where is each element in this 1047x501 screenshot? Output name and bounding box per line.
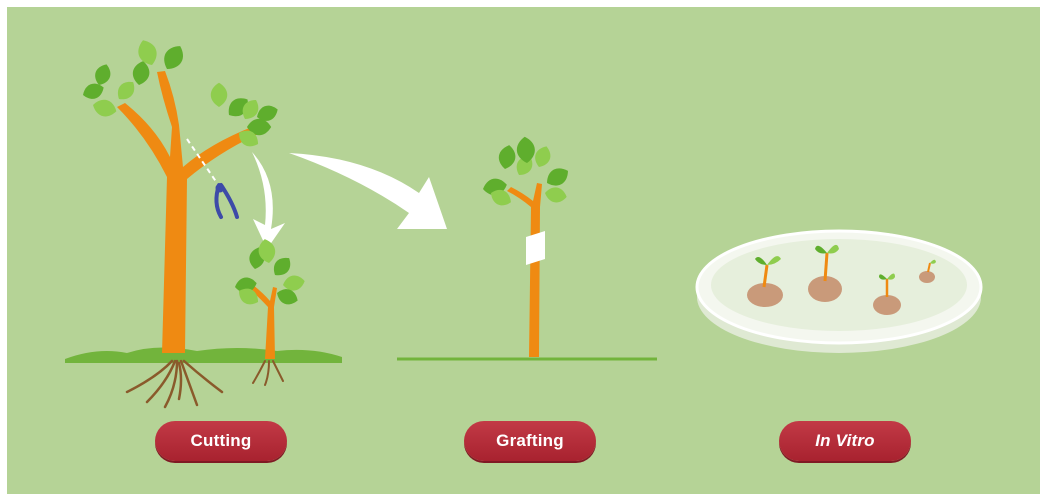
arrow-icon: [289, 153, 447, 229]
tree-roots: [127, 361, 222, 407]
label-grafting: Grafting: [464, 421, 596, 461]
sapling-icon: [217, 238, 342, 385]
tree-leaves: [80, 37, 280, 150]
grafted-plant-icon: [397, 136, 657, 359]
arrow-icon: [252, 152, 285, 249]
sapling-roots: [253, 361, 283, 385]
shears-icon: [216, 185, 237, 217]
graft-tape: [526, 231, 545, 265]
petri-dish-icon: [697, 231, 981, 353]
diagram-canvas: Cutting Grafting In Vitro: [7, 7, 1040, 494]
graft-stem: [507, 183, 542, 357]
label-cutting: Cutting: [155, 421, 287, 461]
sapling-leaves: [234, 238, 306, 309]
label-in-vitro: In Vitro: [779, 421, 911, 461]
